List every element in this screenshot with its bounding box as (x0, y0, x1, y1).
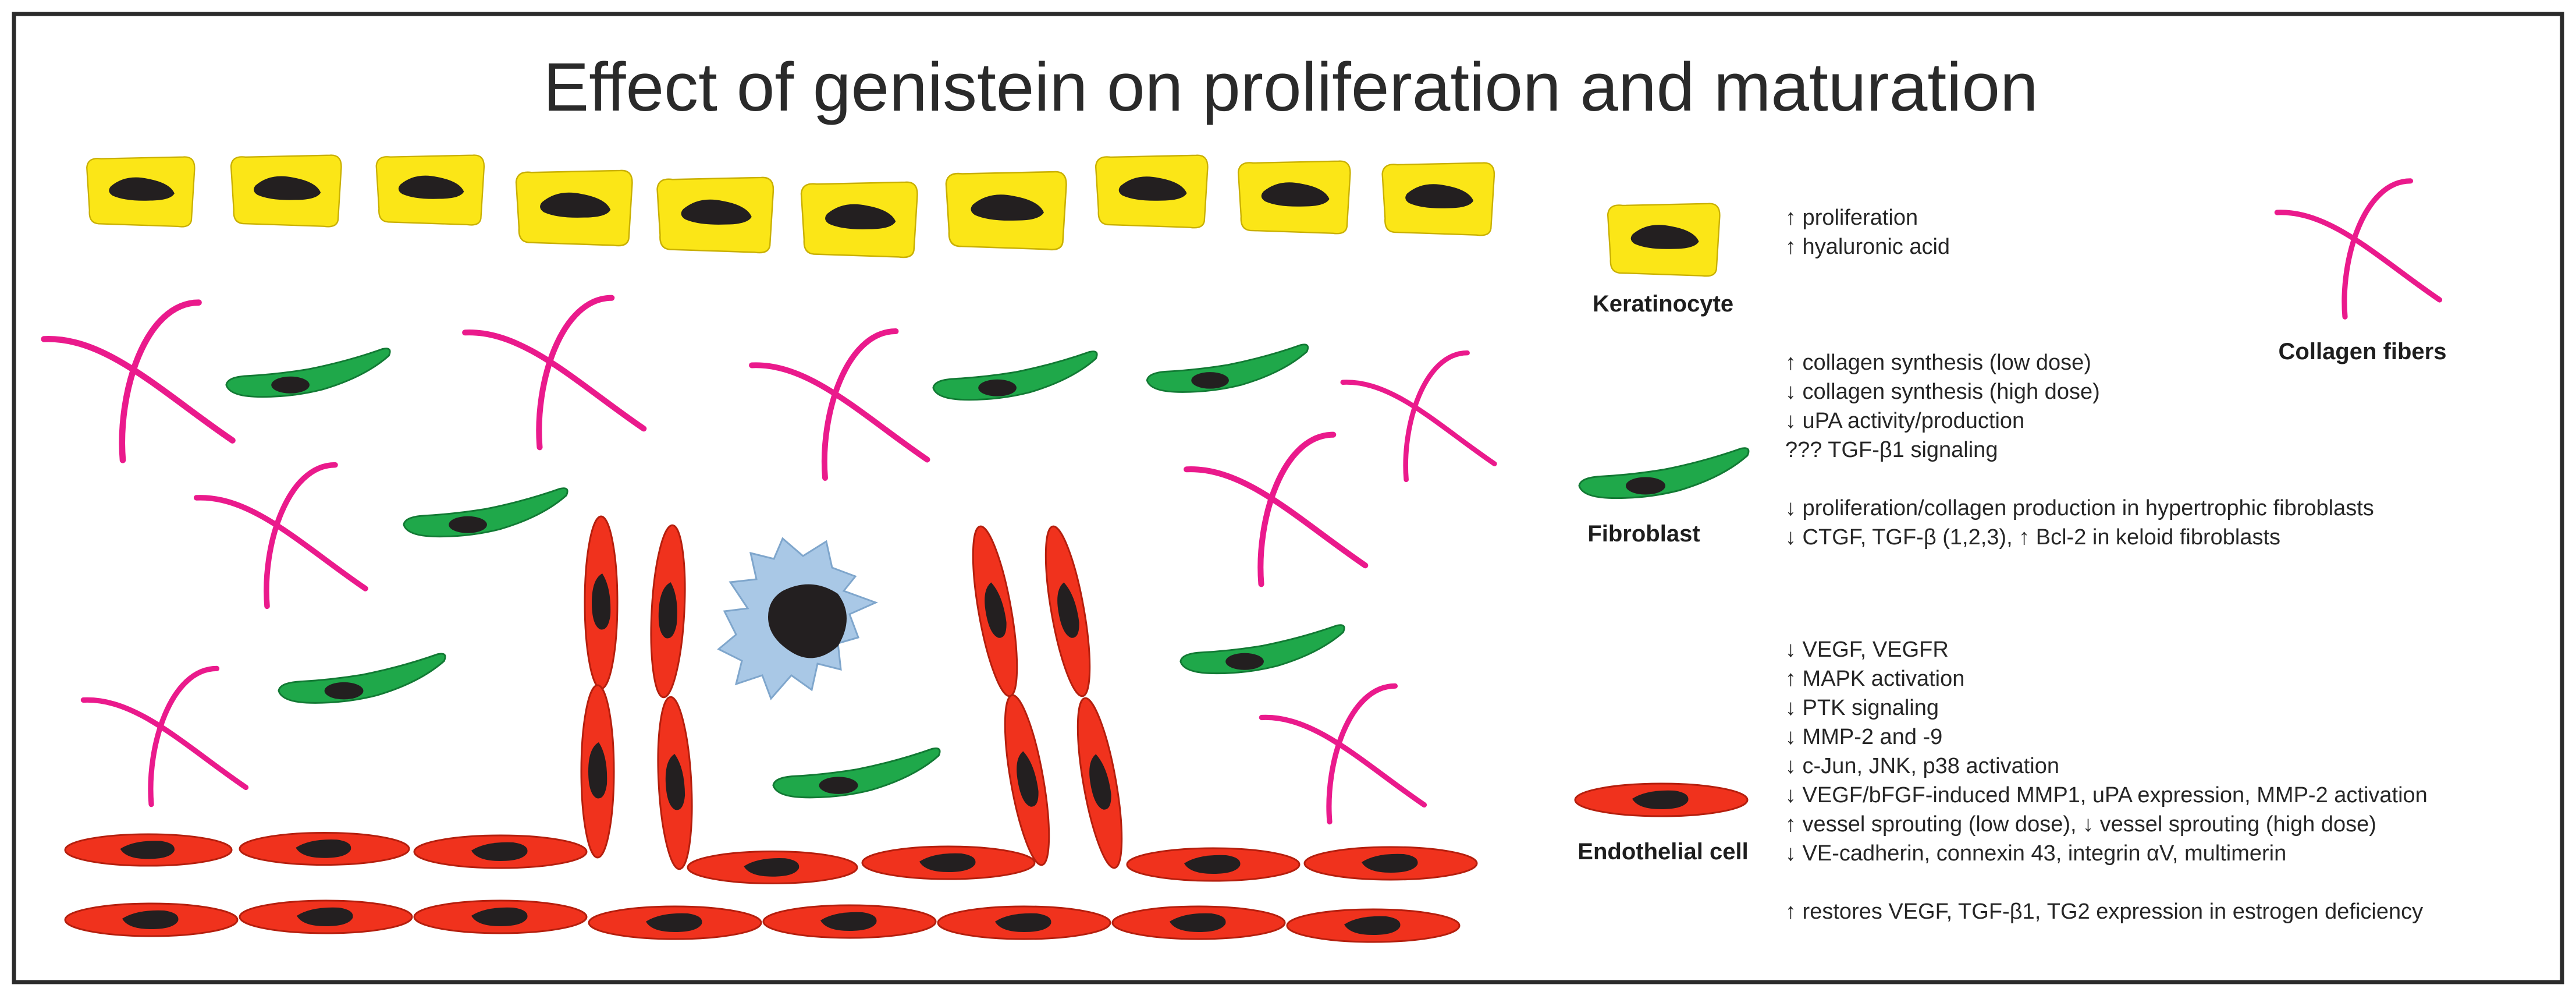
keratinocyte-effects: ↑ proliferation ↑ hyaluronic acid (1785, 206, 1950, 259)
keratinocyte-cell (1237, 160, 1351, 235)
effect-line: ↓ VEGF, VEGFR (1785, 637, 1949, 662)
fibroblast-cell (1146, 343, 1309, 393)
effect-line: ↓ c-Jun, JNK, p38 activation (1785, 754, 2059, 778)
endothelial-cell (687, 850, 858, 885)
immune-cell (717, 537, 879, 700)
keratinocyte-cell (945, 171, 1067, 251)
keratinocyte-cell (515, 169, 633, 247)
effect-line: ↓ PTK signaling (1785, 696, 1939, 720)
collagen-fiber-icon (2277, 181, 2439, 317)
collagen-fiber (465, 298, 644, 448)
fibroblast-icon (1578, 447, 1750, 500)
effect-line: ↓ VE-cadherin, connexin 43, integrin αV,… (1785, 841, 2286, 866)
collagen-fiber (44, 303, 233, 460)
collagen-fiber (752, 331, 928, 478)
endothelial-cell (861, 845, 1036, 880)
figure-frame (12, 12, 2564, 984)
collagen-fiber (1262, 686, 1424, 821)
effect-line: ↑ vessel sprouting (low dose), ↓ vessel … (1785, 812, 2376, 837)
endothelial-cell (1126, 847, 1301, 882)
endothelial-cell (64, 902, 239, 937)
tissue-illustration (44, 154, 1495, 943)
endothelial-cell (584, 515, 619, 690)
endothelial-cell (588, 905, 762, 940)
legend-endothelial: Endothelial cell ↓ VEGF, VEGFR ↑ MAPK ac… (1574, 637, 2433, 924)
effect-line: ↓ MMP-2 and -9 (1785, 725, 1942, 749)
endothelial-cell (1111, 905, 1286, 940)
fibroblast-cell (225, 348, 391, 398)
endothelial-row-upper (64, 831, 1478, 885)
fibroblast-cell (278, 653, 446, 704)
effect-line: ↓ VEGF/bFGF-induced MMP1, uPA expression… (1785, 783, 2428, 807)
endothelial-cell (580, 684, 615, 859)
fibroblast-cell (932, 350, 1098, 401)
diagram-title: Effect of genistein on proliferation and… (543, 49, 2038, 126)
effect-line: ↑ hyaluronic acid (1785, 235, 1950, 259)
effect-line: ↓ collagen synthesis (high dose) (1785, 380, 2100, 404)
endothelial-effects: ↓ VEGF, VEGFR ↑ MAPK activation ↓ PTK si… (1785, 637, 2433, 924)
effect-line: ↓ CTGF, TGF-β (1,2,3), ↑ Bcl-2 in keloid… (1785, 525, 2280, 550)
keratinocyte-icon (1607, 203, 1721, 277)
effect-line: ↓ uPA activity/production (1785, 409, 2024, 433)
legend-fibroblast: Fibroblast ↑ collagen synthesis (low dos… (1578, 350, 2380, 550)
effect-line: ↓ proliferation/collagen production in h… (1785, 496, 2374, 520)
effect-line: ↑ restores VEGF, TGF-β1, TG2 expression … (1785, 899, 2423, 924)
endothelial-cell (413, 834, 588, 869)
endothelial-row-lower (64, 899, 1461, 943)
keratinocyte-layer (86, 154, 1495, 258)
legend: Keratinocyte ↑ proliferation ↑ hyaluroni… (1574, 181, 2446, 924)
collagen-fiber (1186, 435, 1365, 584)
keratinocyte-cell (1381, 162, 1495, 236)
keratinocyte-caption: Keratinocyte (1593, 291, 1733, 317)
keratinocyte-cell (375, 154, 485, 226)
vessel-walls (580, 515, 1132, 872)
fibroblast-cell (1179, 624, 1345, 675)
endothelial-cell (413, 899, 588, 934)
endothelial-cell (1286, 908, 1461, 943)
collagen-fiber (1343, 353, 1495, 480)
endothelial-cell (1068, 694, 1132, 872)
collagen-fiber (83, 668, 246, 804)
effect-line: ↑ collagen synthesis (low dose) (1785, 350, 2091, 375)
endothelial-cell (963, 522, 1027, 700)
effect-line: ??? TGF-β1 signaling (1785, 438, 1998, 462)
keratinocyte-cell (656, 176, 774, 254)
keratinocyte-cell (230, 154, 342, 228)
effect-line: ↑ proliferation (1785, 206, 1918, 230)
fibroblast-effects: ↑ collagen synthesis (low dose) ↓ collag… (1785, 350, 2380, 550)
endothelial-cell (64, 833, 233, 867)
endothelial-cell (653, 695, 697, 871)
endothelial-cell (995, 691, 1059, 869)
fibroblast-cell (403, 487, 569, 538)
legend-keratinocyte: Keratinocyte ↑ proliferation ↑ hyaluroni… (1593, 203, 1950, 317)
endothelial-caption: Endothelial cell (1577, 839, 1748, 865)
endothelial-cell (762, 904, 937, 939)
endothelial-cell (1036, 522, 1100, 700)
keratinocyte-cell (86, 156, 196, 228)
endothelial-cell (239, 831, 410, 866)
endothelial-cell (937, 905, 1111, 940)
endothelial-cell-icon (1574, 782, 1749, 817)
endothelial-cell (1303, 846, 1478, 881)
keratinocyte-cell (1095, 154, 1209, 229)
collagen-caption: Collagen fibers (2279, 339, 2447, 364)
fibroblast-cell (772, 747, 941, 799)
keratinocyte-cell (800, 181, 918, 258)
effect-line: ↑ MAPK activation (1785, 667, 1964, 691)
immune-cell-nucleus (768, 584, 847, 658)
endothelial-cell (646, 523, 690, 699)
fibroblast-caption: Fibroblast (1587, 521, 1700, 547)
collagen-fiber (197, 465, 365, 607)
endothelial-cell (239, 899, 413, 934)
legend-collagen: Collagen fibers (2277, 181, 2446, 364)
